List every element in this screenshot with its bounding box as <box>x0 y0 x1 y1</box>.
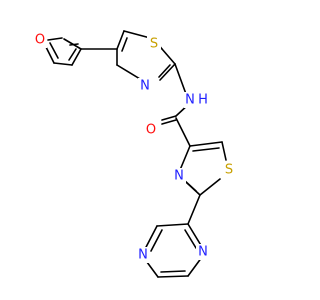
bond <box>187 194 201 225</box>
bond <box>53 62 73 66</box>
bond <box>161 48 176 65</box>
carbonyl-oxygen-label: O <box>144 122 158 138</box>
bond <box>150 229 163 252</box>
bond <box>69 43 79 46</box>
atom-text: S <box>225 163 233 178</box>
bond <box>160 270 186 273</box>
bond <box>121 37 128 52</box>
bond <box>174 63 187 95</box>
thiazole-1-nitrogen-label: N <box>138 78 152 94</box>
bond <box>116 30 125 50</box>
bond <box>184 229 197 249</box>
bond <box>156 223 189 227</box>
bond <box>189 141 223 147</box>
atom-text: N <box>185 93 195 108</box>
bond <box>159 63 176 81</box>
atom-labels: O S N N H O N S N <box>33 32 236 263</box>
bond <box>158 64 171 78</box>
pyrazine-nitrogen-2-label: N <box>136 247 150 263</box>
bond <box>161 119 177 125</box>
thiazole-1-sulfur-label: S <box>147 36 161 52</box>
bond <box>184 180 197 192</box>
structure-canvas: O S N N H O N S N <box>33 30 236 278</box>
pyrazine-nitrogen-1-label: N <box>196 244 210 260</box>
atom-text: N <box>174 169 184 184</box>
bond <box>143 225 158 252</box>
atom-text: N <box>198 245 208 260</box>
bond <box>187 256 203 277</box>
atom-text: O <box>35 33 45 48</box>
atom-hydrogen-text: H <box>198 93 208 108</box>
atom-text: O <box>146 123 156 138</box>
bond <box>71 48 82 66</box>
bond <box>187 223 203 248</box>
atom-text: N <box>138 248 148 263</box>
bonds <box>43 30 227 278</box>
bond <box>47 37 63 41</box>
bond <box>179 145 191 171</box>
thiazole-2-nitrogen-label: N <box>172 168 186 184</box>
bond <box>49 42 59 59</box>
furan-oxygen-label: O <box>33 32 47 48</box>
bond <box>192 147 220 152</box>
bond <box>175 117 191 147</box>
bond <box>68 48 77 61</box>
thiazole-2-sulfur-label: S <box>222 162 236 178</box>
bond <box>199 178 221 196</box>
atom-text: N <box>140 79 150 94</box>
atom-text: S <box>150 37 158 52</box>
bond <box>221 141 227 161</box>
bond <box>161 115 177 121</box>
amide-nitrogen-label: N H <box>184 92 210 108</box>
bond <box>157 275 189 278</box>
molecule-diagram: O S N N H O N S N <box>33 30 236 278</box>
